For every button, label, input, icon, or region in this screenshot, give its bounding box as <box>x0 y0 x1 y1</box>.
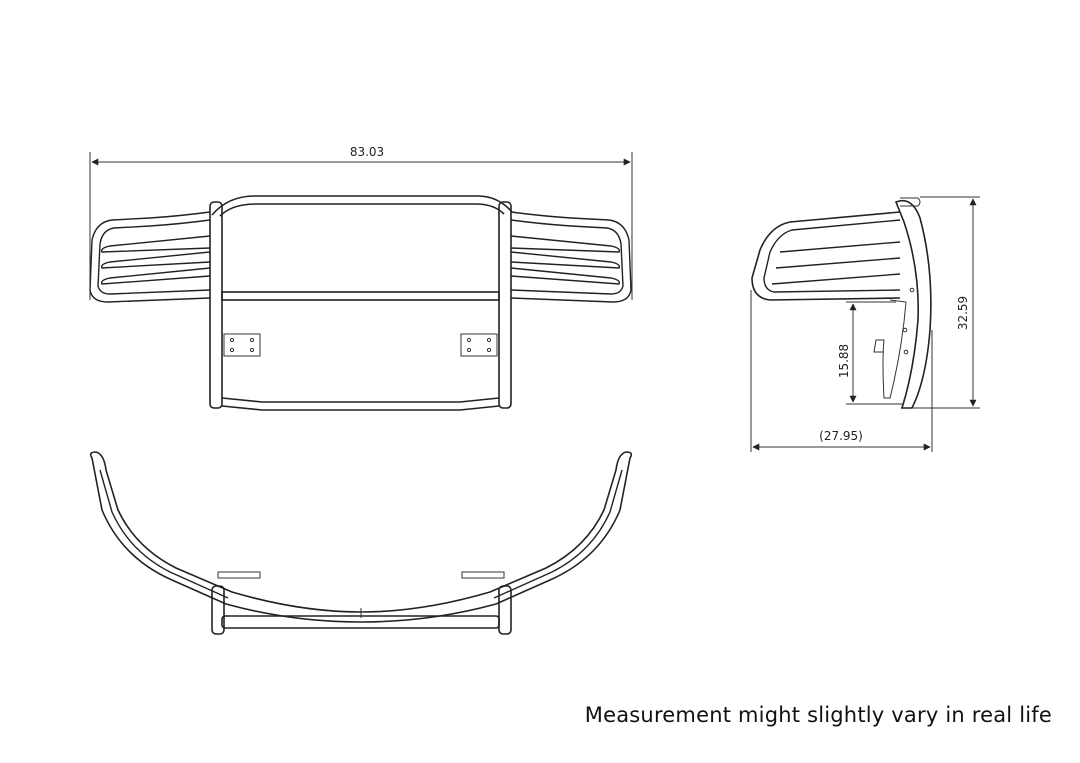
front-width-label: 83.03 <box>350 145 384 159</box>
front-right-wing <box>510 211 632 303</box>
side-bracket-plate <box>873 299 907 399</box>
side-view: 32.59 15.88 (27.95) <box>750 196 980 452</box>
front-mid-beam <box>221 291 500 301</box>
measurement-note: Measurement might slightly vary in real … <box>584 703 1052 727</box>
top-right-bracket <box>461 571 505 579</box>
front-left-upright <box>209 201 223 409</box>
side-depth-label: (27.95) <box>819 429 863 443</box>
top-view <box>89 451 633 635</box>
side-lower-height-label: 15.88 <box>837 344 851 378</box>
side-lower-height-dimension: 15.88 <box>837 301 904 405</box>
side-height-dimension: 32.59 <box>912 196 980 409</box>
front-view: 83.03 <box>89 145 633 411</box>
front-bottom-bar <box>221 397 500 403</box>
top-left-bracket <box>217 571 261 579</box>
front-width-dimension: 83.03 <box>89 145 633 300</box>
front-top-bar <box>211 195 513 216</box>
front-left-wing <box>89 211 211 303</box>
side-hoop <box>751 211 901 301</box>
front-right-mount-plate <box>460 333 498 357</box>
front-left-mount-plate <box>223 333 261 357</box>
front-right-upright <box>498 201 512 409</box>
top-outer-curve <box>89 451 633 623</box>
side-upright <box>894 199 932 409</box>
side-depth-dimension: (27.95) <box>750 290 933 452</box>
side-height-label: 32.59 <box>956 296 970 330</box>
